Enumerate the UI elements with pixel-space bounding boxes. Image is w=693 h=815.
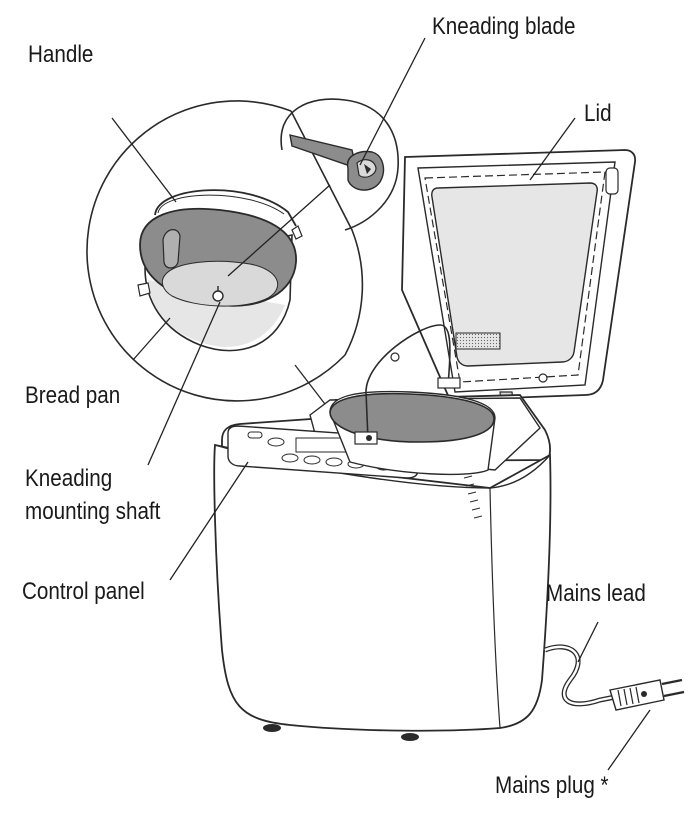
- leader-lid: [529, 117, 576, 181]
- label-kneading-shaft-line2: mounting shaft: [25, 498, 161, 525]
- label-lid: Lid: [584, 100, 612, 127]
- detail-circle: [86, 98, 399, 402]
- mains-plug-shape: [609, 678, 685, 711]
- label-handle: Handle: [28, 41, 94, 68]
- blade-inset-bubble: [280, 98, 399, 231]
- detail-circle-outline: [86, 100, 364, 402]
- leader-kneading-blade: [359, 37, 426, 166]
- leader-kneading-shaft: [147, 301, 221, 466]
- lid-shape: [390, 149, 637, 413]
- leader-mains-lead: [577, 621, 599, 663]
- leader-mains-plug: [607, 709, 651, 771]
- leader-control-panel: [169, 461, 249, 581]
- detail-connector-line: [294, 364, 329, 409]
- mains-lead-shape: [544, 644, 626, 707]
- label-kneading-shaft-line1: Kneading: [25, 465, 113, 492]
- label-mains-plug: Mains plug *: [495, 772, 609, 799]
- label-mains-lead: Mains lead: [546, 580, 646, 607]
- label-control-panel: Control panel: [22, 578, 145, 605]
- main-bread-pan: [329, 324, 496, 476]
- leader-lines: [111, 37, 651, 771]
- label-kneading-blade: Kneading blade: [432, 13, 576, 40]
- leader-handle: [111, 117, 177, 203]
- leader-bread-pan: [132, 317, 171, 361]
- label-bread-pan: Bread pan: [25, 382, 121, 409]
- kneading-blade-shape: [289, 134, 385, 191]
- detail-bread-pan: [137, 189, 303, 352]
- leader-blade-to-pan: [227, 184, 331, 277]
